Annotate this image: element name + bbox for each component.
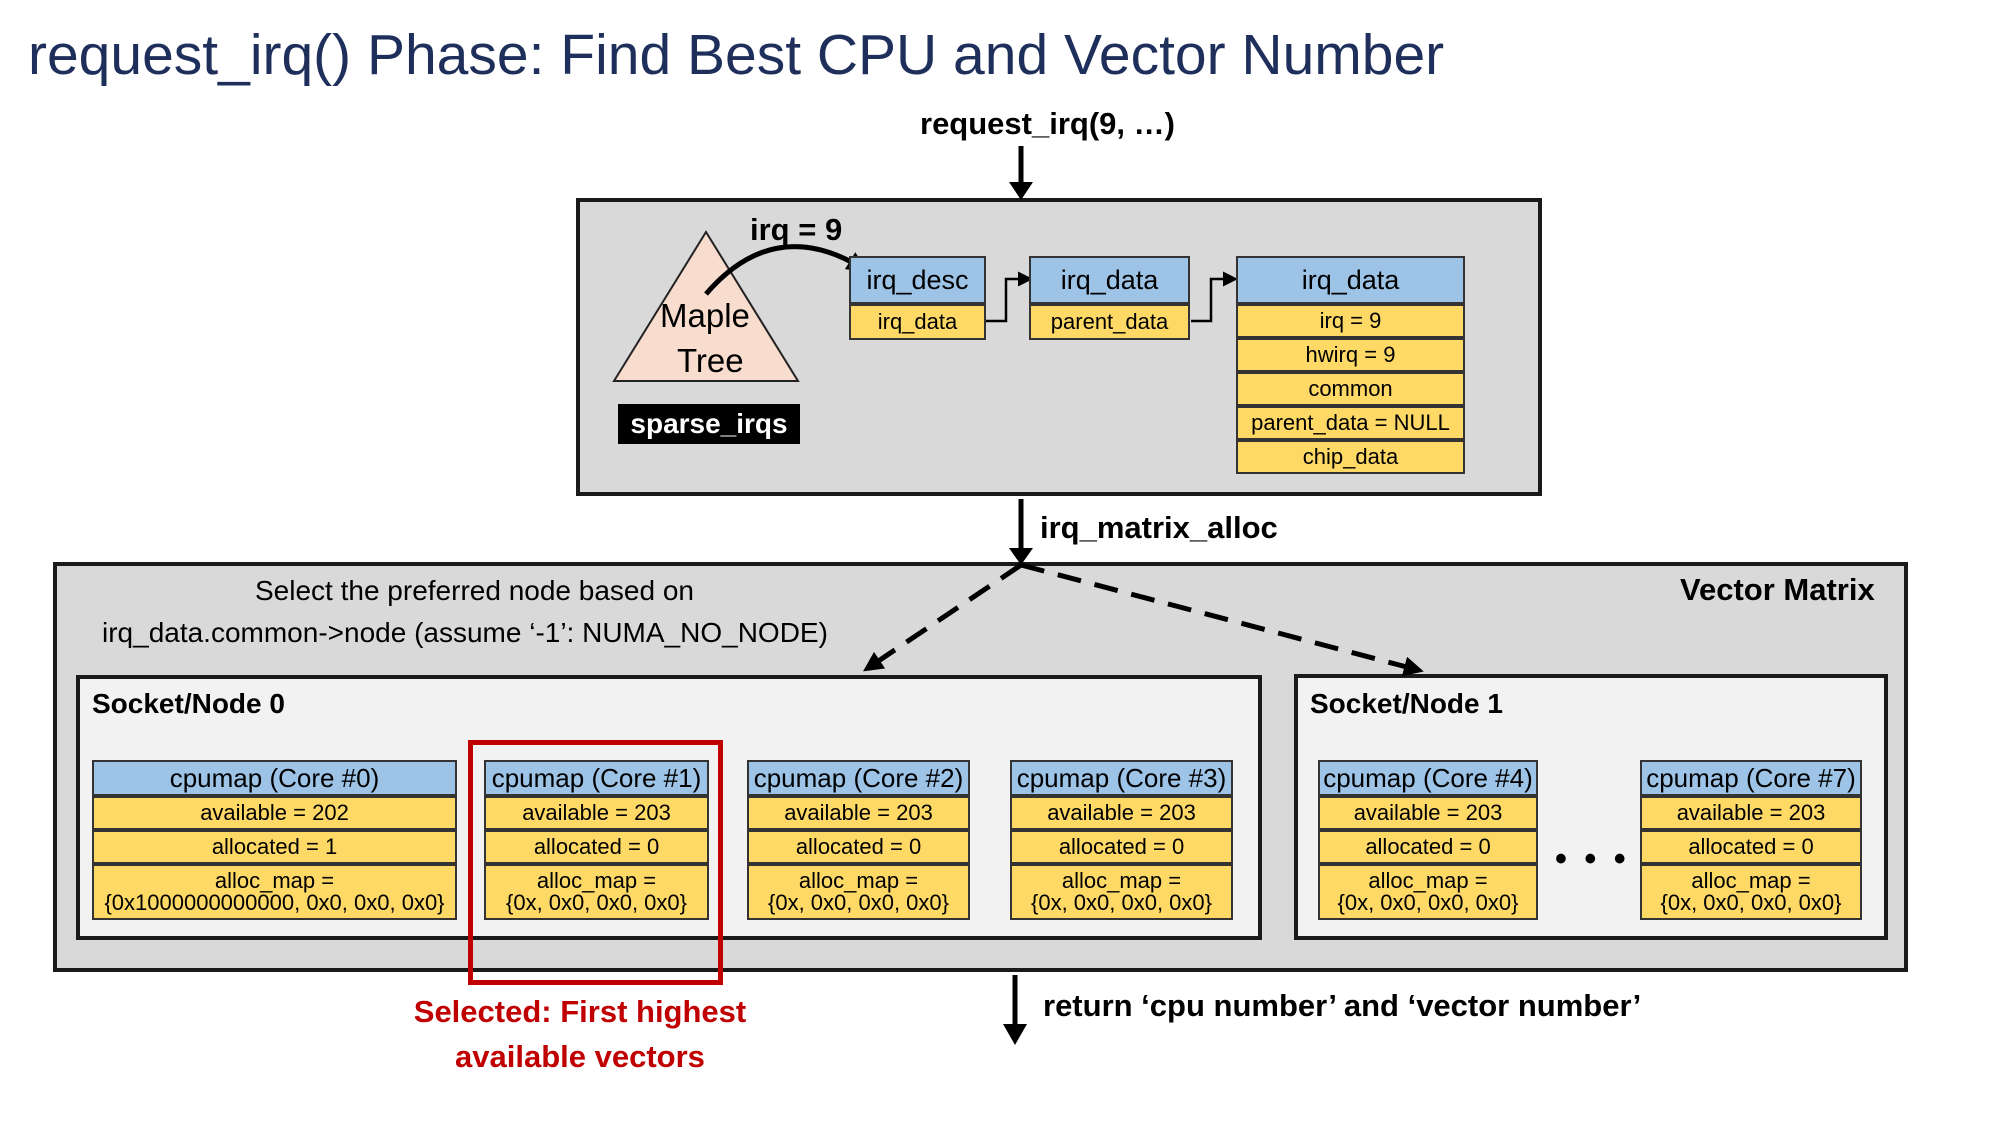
alloc-map-value: {0x1000000000000, 0x0, 0x0, 0x0} (104, 890, 445, 915)
page-title: request_irq() Phase: Find Best CPU and V… (28, 23, 1445, 87)
sparse-irqs-tag: sparse_irqs (618, 404, 800, 444)
irq-data-right-header: irq_data (1236, 256, 1465, 304)
alloc-map-value: {0x, 0x0, 0x0, 0x0} (767, 890, 950, 915)
irq-data-field-irq: irq = 9 (1236, 304, 1465, 338)
alloc-map-label: alloc_map = (798, 868, 919, 893)
irq-data-field-common: common (1236, 372, 1465, 406)
cpumap-core-0-header: cpumap (Core #0) (92, 760, 457, 796)
parent-data-arrow (1191, 271, 1238, 323)
irq-data-field-chip-data: chip_data (1236, 440, 1465, 474)
cpumap-core-7-alloc-map: alloc_map = {0x, 0x0, 0x0, 0x0} (1640, 864, 1862, 920)
irq-matrix-alloc-label: irq_matrix_alloc (1040, 510, 1278, 545)
node-select-text-line1: Select the preferred node based on (255, 575, 694, 606)
maple-tree-triangle (612, 230, 800, 382)
alloc-map-value: {0x, 0x0, 0x0, 0x0} (1337, 890, 1519, 915)
maple-tree-label-line2: Tree (677, 342, 744, 379)
cpumap-core-2-available: available = 203 (747, 796, 970, 830)
cpumap-core-1-allocated: allocated = 0 (484, 830, 709, 864)
cpumap-core-3-allocated: allocated = 0 (1010, 830, 1233, 864)
selected-cpumap-highlight (468, 740, 723, 985)
cpumap-core-0-allocated: allocated = 1 (92, 830, 457, 864)
more-cores-ellipsis: • • • (1555, 840, 1630, 878)
dashed-arrow-node-0 (863, 562, 1023, 672)
alloc-map-value: {0x, 0x0, 0x0, 0x0} (1030, 890, 1213, 915)
selected-note-line1: Selected: First highest (413, 994, 747, 1029)
cpumap-core-7-available: available = 203 (1640, 796, 1862, 830)
irq-data-mid-field: parent_data (1029, 304, 1190, 340)
irq-data-mid-header: irq_data (1029, 256, 1190, 304)
cpumap-core-4-header: cpumap (Core #4) (1318, 760, 1538, 796)
maple-tree-label-line1: Maple (660, 297, 750, 334)
selected-note-line2: available vectors (455, 1039, 705, 1074)
alloc-map-label: alloc_map = (214, 868, 335, 893)
irq-lookup-arrow (704, 244, 868, 296)
alloc-map-label: alloc_map = (1368, 868, 1488, 893)
alloc-map-value: {0x, 0x0, 0x0, 0x0} (1660, 890, 1842, 915)
cpumap-core-3-alloc-map: alloc_map = {0x, 0x0, 0x0, 0x0} (1010, 864, 1233, 920)
cpumap-core-2-allocated: allocated = 0 (747, 830, 970, 864)
cpumap-core-0-alloc-map: alloc_map = {0x1000000000000, 0x0, 0x0, … (92, 864, 457, 920)
return-label: return ‘cpu number’ and ‘vector number’ (1043, 988, 1642, 1023)
vector-matrix-label: Vector Matrix (1680, 572, 1875, 607)
cpumap-core-7-allocated: allocated = 0 (1640, 830, 1862, 864)
cpumap-core-1-alloc-map: alloc_map = {0x, 0x0, 0x0, 0x0} (484, 864, 709, 920)
cpumap-core-3-header: cpumap (Core #3) (1010, 760, 1233, 796)
cpumap-core-4-allocated: allocated = 0 (1318, 830, 1538, 864)
socket-node-1-label: Socket/Node 1 (1310, 688, 1503, 719)
cpumap-core-7-header: cpumap (Core #7) (1640, 760, 1862, 796)
cpumap-core-3-available: available = 203 (1010, 796, 1233, 830)
cpumap-core-0-available: available = 202 (92, 796, 457, 830)
irq-data-field-parent-data: parent_data = NULL (1236, 406, 1465, 440)
irq-desc-field: irq_data (849, 304, 986, 340)
cpumap-core-2-header: cpumap (Core #2) (747, 760, 970, 796)
cpumap-core-4-available: available = 203 (1318, 796, 1538, 830)
dashed-arrow-node-1 (1020, 562, 1424, 677)
irq-number-label: irq = 9 (750, 212, 843, 247)
entry-call-label: request_irq(9, …) (920, 106, 1175, 141)
socket-node-0-label: Socket/Node 0 (92, 688, 285, 719)
cpumap-core-1-available: available = 203 (484, 796, 709, 830)
irq-desc-to-irq-data-arrow (986, 271, 1033, 323)
node-select-text-line2: irq_data.common->node (assume ‘-1’: NUMA… (102, 617, 828, 648)
alloc-map-label: alloc_map = (1061, 868, 1182, 893)
irq-data-field-hwirq: hwirq = 9 (1236, 338, 1465, 372)
cpumap-core-4-alloc-map: alloc_map = {0x, 0x0, 0x0, 0x0} (1318, 864, 1538, 920)
cpumap-core-2-alloc-map: alloc_map = {0x, 0x0, 0x0, 0x0} (747, 864, 970, 920)
cpumap-core-1-header: cpumap (Core #1) (484, 760, 709, 796)
alloc-map-value: {0x, 0x0, 0x0, 0x0} (505, 890, 688, 915)
alloc-map-label: alloc_map = (536, 868, 657, 893)
alloc-map-label: alloc_map = (1691, 868, 1811, 893)
irq-desc-header: irq_desc (849, 256, 986, 304)
